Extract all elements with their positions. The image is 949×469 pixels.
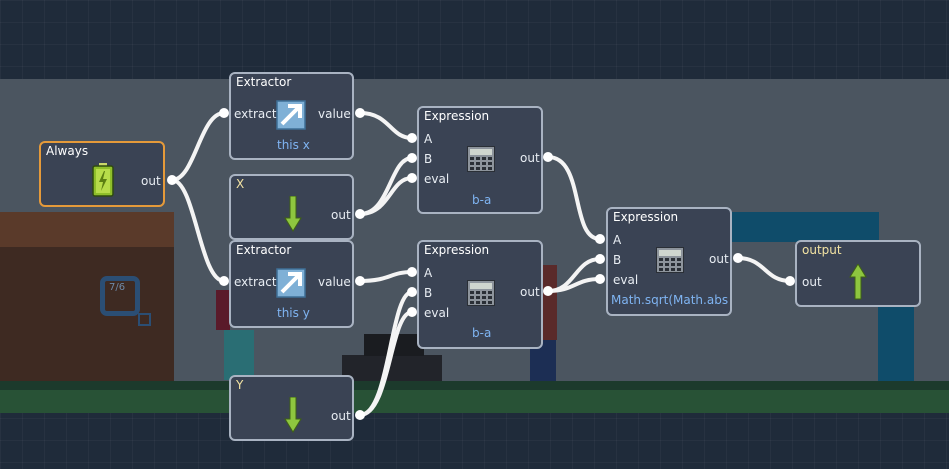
scene-character-right [543,265,557,340]
expression-1-sub: b-a [472,193,492,207]
port-expr3-eval [595,274,605,284]
extractor-x-sub: this x [277,138,310,152]
extractor-y-out-label: value [318,275,351,289]
scene-ground-top [0,381,949,390]
calculator-icon [656,247,684,273]
expression-3-title: Expression [613,210,679,224]
down-arrow-icon [284,196,302,232]
y-node-title: Y [236,378,244,392]
expression-3-node[interactable]: Expression A B eval out Math.sqrt(Math.a… [606,207,732,316]
port-expr1-a [407,133,417,143]
extract-arrow-icon [276,268,306,298]
output-node-out-label: out [802,275,822,289]
wire-x-expr1-b [358,156,414,216]
expression-1-title: Expression [424,109,490,123]
wire-expr1-expr3-a [546,155,602,241]
port-expr1-b [407,153,417,163]
up-arrow-icon [849,264,867,300]
wire-y-expr2-b [358,290,414,417]
expression-2-out-label: out [520,285,540,299]
extractor-y-title: Extractor [236,243,292,257]
scene-cyan-pillar [726,212,878,242]
scene-character-left [216,290,230,330]
port-expr1-out [543,152,553,162]
scene-frame-corner [138,313,151,326]
expression-1-out-label: out [520,151,540,165]
y-node[interactable]: Y out [229,375,354,441]
port-extractor-y-in [219,276,229,286]
x-node[interactable]: X out [229,174,354,240]
x-node-title: X [236,177,245,191]
expression-1-b-label: B [424,152,433,166]
expression-1-a-label: A [424,132,433,146]
expression-1-eval-label: eval [424,172,450,186]
expression-3-out-label: out [709,252,729,266]
port-always-out [167,175,177,185]
extractor-y-sub: this y [277,306,310,320]
scene-character-left-legs [224,330,254,380]
extractor-x-node[interactable]: Extractor extract value this x [229,72,354,160]
port-extractor-x-out [355,108,365,118]
wire-always-extractor-y [170,178,226,283]
wire-expr3-output [736,256,792,283]
port-output-in [785,276,795,286]
x-node-out-label: out [331,208,351,222]
port-expr3-a [595,234,605,244]
y-node-out-label: out [331,409,351,423]
battery-icon [92,163,114,197]
wire-extractor-y-expr2-a [358,270,414,283]
extract-arrow-icon [276,100,306,130]
expression-2-a-label: A [424,266,433,280]
wire-extractor-x-expr1-a [358,111,414,140]
expression-3-b-label: B [613,253,622,267]
port-expr2-a [407,267,417,277]
expression-2-eval-label: eval [424,306,450,320]
port-expr2-eval [407,307,417,317]
extractor-x-out-label: value [318,107,351,121]
wire-expr2-expr3-eval [546,277,602,293]
scene-frame [100,276,140,316]
expression-3-a-label: A [613,233,622,247]
scene-level-label: 7/6 [109,282,126,293]
port-extractor-x-in [219,108,229,118]
down-arrow-icon [284,397,302,433]
calculator-icon [467,280,495,306]
extractor-x-in-label: extract [234,107,277,121]
extractor-y-in-label: extract [234,275,277,289]
extractor-x-title: Extractor [236,75,292,89]
expression-2-node[interactable]: Expression A B eval out b-a [417,240,543,349]
wire-x-expr1-eval [358,176,414,216]
expression-3-eval-label: eval [613,273,639,287]
scene-wall-top [0,212,174,247]
output-node[interactable]: output out [795,240,921,307]
scene-cyan-post [878,300,914,381]
always-node-title: Always [46,144,89,158]
port-expr3-out [733,253,743,263]
port-expr1-eval [407,173,417,183]
port-expr2-b [407,287,417,297]
port-expr2-out [543,286,553,296]
always-node-out-label: out [141,174,161,188]
port-extractor-y-out [355,276,365,286]
expression-3-sub: Math.sqrt(Math.abs( [611,293,729,307]
port-y-out [355,410,365,420]
expression-2-sub: b-a [472,326,492,340]
calculator-icon [467,146,495,172]
wire-y-expr2-eval [358,310,414,417]
extractor-y-node[interactable]: Extractor extract value this y [229,240,354,328]
port-expr3-b [595,254,605,264]
expression-2-title: Expression [424,243,490,257]
expression-1-node[interactable]: Expression A B eval out b-a [417,106,543,214]
output-node-title: output [802,243,842,257]
port-x-out [355,209,365,219]
wire-always-extractor-x [170,111,226,182]
expression-2-b-label: B [424,286,433,300]
always-node[interactable]: Always out [39,141,165,207]
